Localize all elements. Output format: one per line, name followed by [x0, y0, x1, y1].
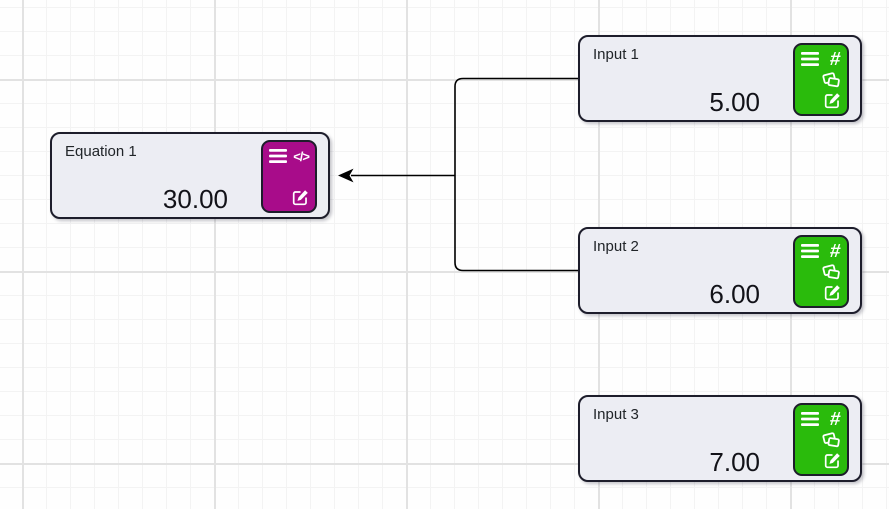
number-icon[interactable]: #	[829, 48, 843, 70]
panel-spacer-row	[269, 167, 309, 187]
edit-icon[interactable]	[292, 189, 309, 206]
node-input-3[interactable]: Input 3 7.00 #	[578, 395, 862, 482]
node-title: Input 1	[593, 46, 639, 63]
edge-input2-equation1[interactable]	[454, 175, 578, 272]
node-input-1[interactable]: Input 1 5.00 #	[578, 35, 862, 122]
clone-icon[interactable]	[821, 431, 841, 448]
node-equation-1[interactable]: Equation 1 30.00 </>	[50, 132, 330, 219]
node-value: 7.00	[709, 446, 760, 477]
menu-icon[interactable]	[801, 412, 819, 426]
node-action-panel: #	[793, 403, 849, 476]
node-title: Input 3	[593, 406, 639, 423]
node-value: 30.00	[162, 183, 228, 214]
edit-icon[interactable]	[824, 92, 841, 109]
edge-arrowhead	[338, 168, 354, 183]
edit-icon[interactable]	[824, 452, 841, 469]
number-icon[interactable]: #	[829, 240, 843, 262]
node-action-panel: </>	[261, 140, 317, 213]
edge-input1-equation1[interactable]	[454, 77, 578, 176]
menu-icon[interactable]	[269, 149, 287, 163]
node-value: 5.00	[709, 86, 760, 117]
clone-icon[interactable]	[821, 263, 841, 280]
node-action-panel: #	[793, 43, 849, 116]
edit-icon[interactable]	[824, 284, 841, 301]
clone-icon[interactable]	[821, 71, 841, 88]
node-title: Input 2	[593, 238, 639, 255]
node-title: Equation 1	[65, 143, 137, 160]
node-action-panel: #	[793, 235, 849, 308]
code-icon[interactable]: </>	[293, 148, 310, 164]
number-icon[interactable]: #	[829, 408, 843, 430]
menu-icon[interactable]	[801, 244, 819, 258]
menu-icon[interactable]	[801, 52, 819, 66]
node-input-2[interactable]: Input 2 6.00 #	[578, 227, 862, 314]
node-value: 6.00	[709, 278, 760, 309]
